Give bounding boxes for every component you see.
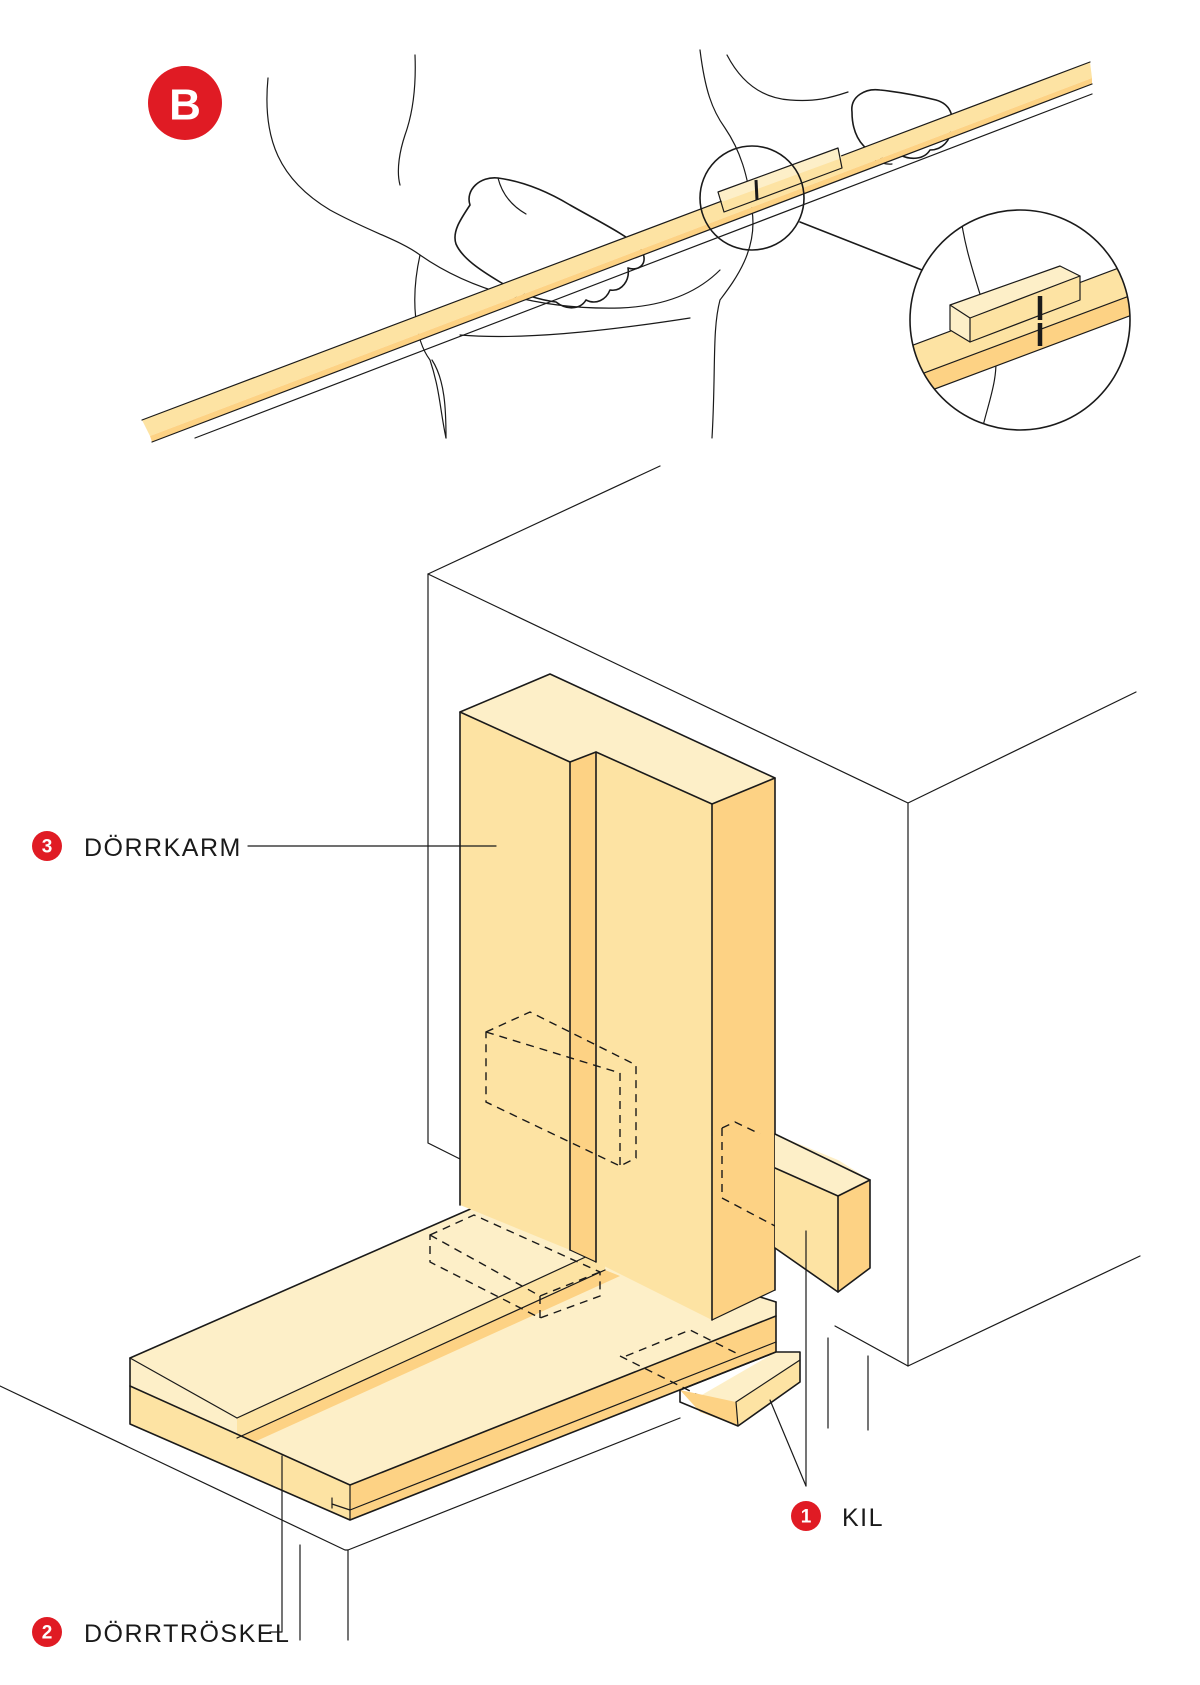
spirit-level [141, 61, 1093, 443]
step-badge: B [148, 66, 222, 140]
step-b-level-check-scene: B [141, 49, 1131, 443]
magnifier-connector-line [799, 221, 923, 271]
callout-kil-label: KIL [842, 1504, 884, 1532]
wall-block [427, 465, 1141, 1431]
threshold [129, 1206, 777, 1521]
magnifier-small-circle [699, 145, 805, 251]
callout-dorrtroskel-number: 2 [42, 1623, 53, 1644]
door-jamb [459, 673, 776, 1321]
callout-dorrtroskel: 2 DÖRRTRÖSKEL [32, 1617, 290, 1648]
callout-dorrtroskel-label: DÖRRTRÖSKEL [84, 1620, 290, 1648]
callout-kil: 1 KIL [791, 1501, 884, 1532]
magnifier-detail [909, 209, 1131, 431]
hidden-wedges [429, 1011, 776, 1397]
floor-lines [0, 1385, 681, 1641]
leader-lines [247, 845, 807, 1633]
wedge-bottom [679, 1351, 801, 1427]
wedge-side [774, 1133, 871, 1293]
callout-dorrkarm-label: DÖRRKARM [84, 834, 242, 862]
callout-kil-number: 1 [801, 1507, 812, 1528]
person-outline [266, 49, 953, 439]
step-badge-letter: B [169, 81, 201, 130]
callout-dorrkarm: 3 DÖRRKARM [32, 831, 242, 862]
callout-dorrkarm-number: 3 [42, 837, 53, 858]
door-frame-scene: 3 DÖRRKARM 1 KIL 2 DÖRRTRÖSKEL [0, 465, 1141, 1648]
